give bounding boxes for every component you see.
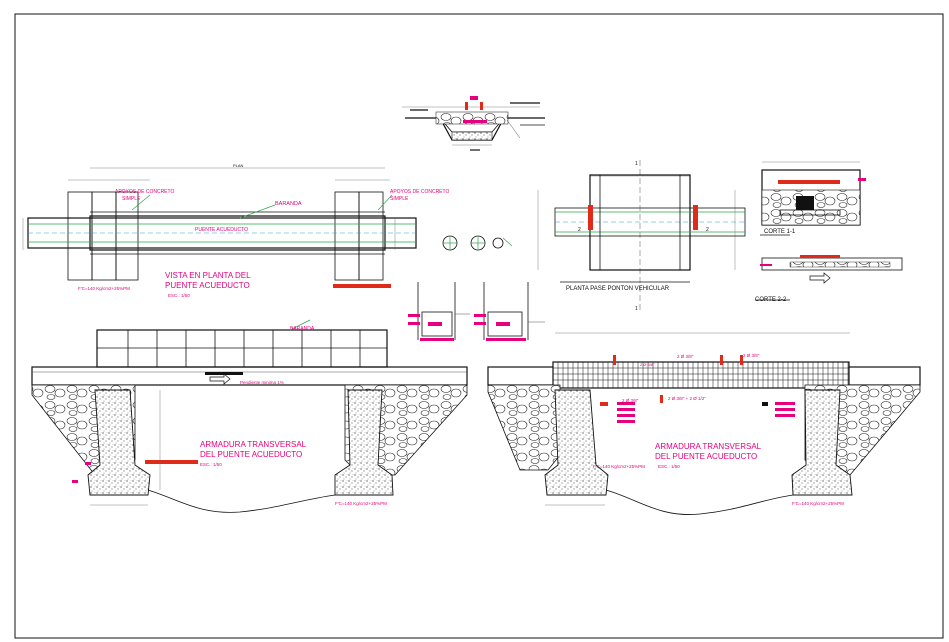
plan-scale: ESC.: 1/50: [168, 293, 190, 298]
plan-view-bridge: PLAN: [22, 163, 417, 288]
plan-puente-label: PUENTE ACUEDUCTO: [195, 227, 248, 233]
plan-apoyo-right-sub: SIMPLE: [390, 196, 409, 202]
plan-apoyo-left-label: APOYOS DE CONCRETO: [115, 189, 174, 195]
elev-right-fc-right: F'C=140 Kg/cm2+25%PM: [792, 501, 844, 506]
elev-left-pendiente: Pendiente minima 1%: [240, 380, 284, 385]
rebar-label-4: 2 Ø 3/8" + 2 Ø 1/2": [668, 396, 706, 401]
left-elevation: [31, 319, 468, 513]
rebar-label-3: 2 Ø 3/8": [622, 398, 639, 403]
elev-left-scale: ESC.: 1/50: [200, 462, 222, 467]
elev-right-title-line2: DEL PUENTE ACUEDUCTO: [655, 452, 757, 461]
plan-apoyo-left-sub: SIMPLE: [122, 196, 141, 202]
elev-left-title-line1: ARMADURA TRANSVERSAL: [200, 440, 307, 449]
truss-grid: [553, 362, 849, 388]
section-mark-1-bottom: 1: [635, 306, 638, 312]
rebar-label-1: 2 Ø 3/8": [677, 354, 694, 359]
elev-right-scale: ESC.: 1/50: [658, 464, 680, 469]
section-mark-1-top: 1: [635, 161, 638, 167]
svg-text:PLAN: PLAN: [233, 163, 244, 168]
plan-title-line1: VISTA EN PLANTA DEL: [165, 271, 251, 280]
elev-left-baranda: BARANDA: [290, 326, 315, 332]
elev-left-title-line2: DEL PUENTE ACUEDUCTO: [200, 450, 302, 459]
elev-right-title-line1: ARMADURA TRANSVERSAL: [655, 442, 762, 451]
channel-section-left: [408, 282, 470, 341]
elev-left-fc: F'C=140 Kg/cm2+25%PM: [335, 501, 387, 506]
rebar-detail-circles: [442, 235, 513, 251]
corte-1-1: [760, 161, 866, 236]
channel-section-right: [474, 282, 545, 341]
section-mark-2-right: 2: [706, 227, 709, 233]
rebar-label-5: 2 Ø 3/8": [640, 362, 655, 367]
corte-2-2: [755, 255, 903, 301]
pontoon-plan: [537, 160, 746, 310]
plan-title-line2: PUENTE ACUEDUCTO: [165, 281, 250, 290]
pontoon-title: PLANTA PASE PONTON VEHICULAR: [566, 286, 670, 292]
top-canal-section: [402, 96, 545, 151]
elev-right-fc-left: F'C=140 Kg/cm2+25%PM: [593, 464, 645, 469]
corte-1-1-label: CORTE 1-1: [764, 229, 796, 235]
plan-fc-label: F'C=140 Kg/cm2+25%PM: [78, 286, 130, 291]
sheet-border: [14, 13, 944, 639]
plan-apoyo-right-label: APOYOS DE CONCRETO: [390, 189, 449, 195]
right-elevation: [487, 332, 921, 515]
corte-2-2-label: CORTE 2-2: [755, 297, 787, 303]
section-mark-2-left: 2: [578, 227, 581, 233]
rebar-label-2: 2 Ø 3/8": [743, 353, 760, 358]
plan-baranda-label: BARANDA: [275, 201, 302, 207]
